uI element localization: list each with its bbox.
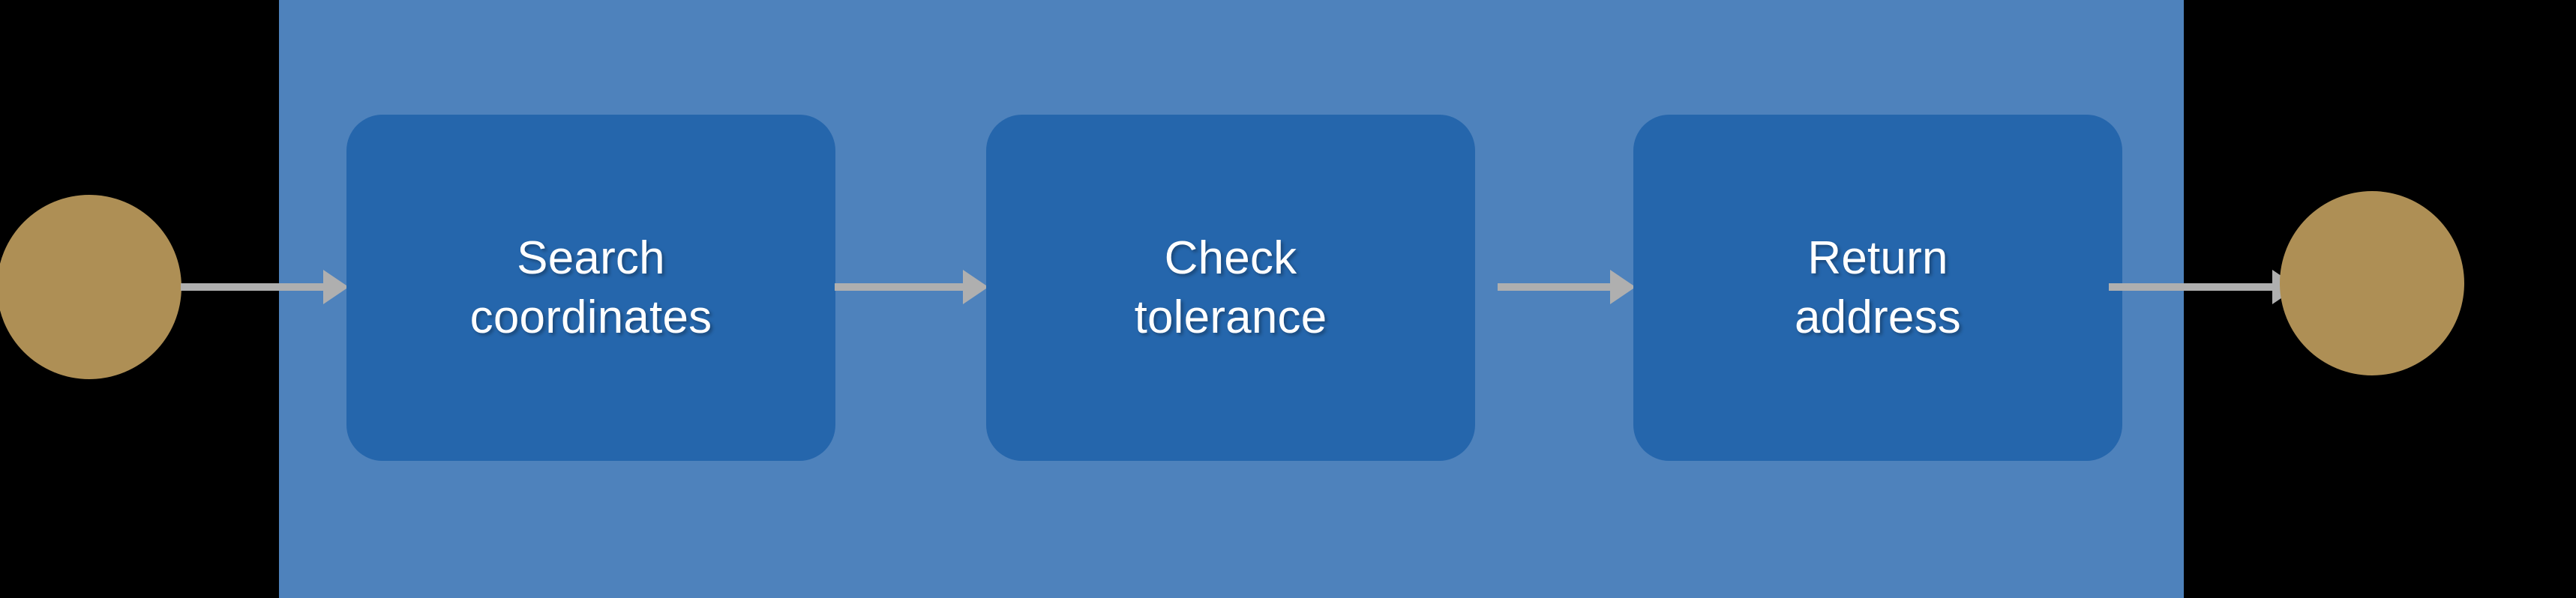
connector-shaft <box>1498 283 1610 291</box>
process-step-return-address[interactable]: Return address <box>1633 115 2122 461</box>
arrowhead-icon <box>963 270 988 304</box>
connector-shaft <box>2109 283 2272 291</box>
start-terminator-node[interactable] <box>0 195 181 379</box>
arrowhead-icon <box>323 270 349 304</box>
process-step-label: Search coordinates <box>469 232 712 343</box>
connector-shaft <box>181 283 323 291</box>
process-step-label: Return address <box>1795 232 1961 343</box>
connector-search-to-check <box>835 270 988 304</box>
process-step-check-tolerance[interactable]: Check tolerance <box>986 115 1475 461</box>
connector-start-to-search <box>181 270 349 304</box>
process-step-search-coordinates[interactable]: Search coordinates <box>346 115 835 461</box>
arrowhead-icon <box>1610 270 1636 304</box>
process-step-label: Check tolerance <box>1134 232 1327 343</box>
connector-shaft <box>835 283 963 291</box>
end-terminator-node[interactable] <box>2280 191 2464 375</box>
connector-check-to-return <box>1498 270 1636 304</box>
connector-return-to-end <box>2109 270 2298 304</box>
